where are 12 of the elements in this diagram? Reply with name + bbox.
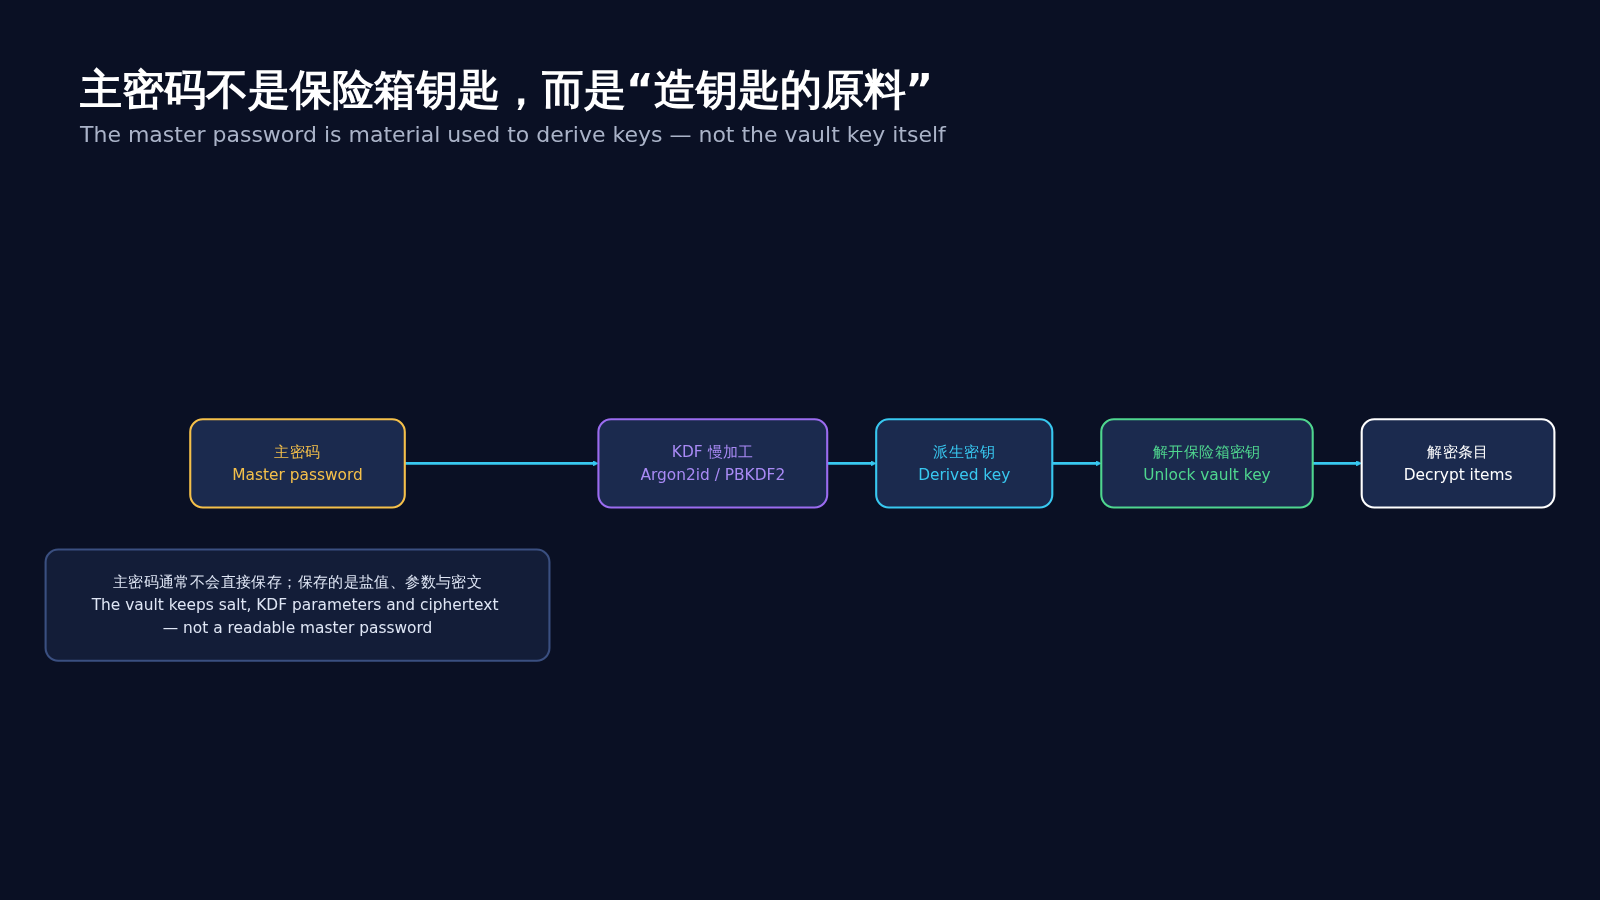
node-box: KDF 慢加工 Argon2id / PBKDF2 bbox=[597, 418, 829, 509]
subtitle: The master password is material used to derive keys — not the vault key itself bbox=[80, 122, 946, 147]
arrow bbox=[1052, 460, 1102, 467]
node-box: 派生密钥 Derived key bbox=[875, 418, 1054, 509]
arrow bbox=[404, 460, 599, 467]
node-box: 解密条目 Decrypt items bbox=[1360, 418, 1556, 509]
node-box: 主密码 Master password bbox=[189, 418, 406, 509]
title: 主密码不是保险箱钥匙，而是“造钥匙的原料” bbox=[80, 64, 934, 116]
node-box: 主密码通常不会直接保存；保存的是盐值、参数与密文 The vault keeps salt, KDF parameters and ciphertext — not a readable master password bbox=[44, 548, 551, 662]
arrow bbox=[827, 460, 877, 467]
node-box: 解开保险箱密钥 Unlock vault key bbox=[1100, 418, 1314, 509]
arrow bbox=[1312, 460, 1362, 467]
